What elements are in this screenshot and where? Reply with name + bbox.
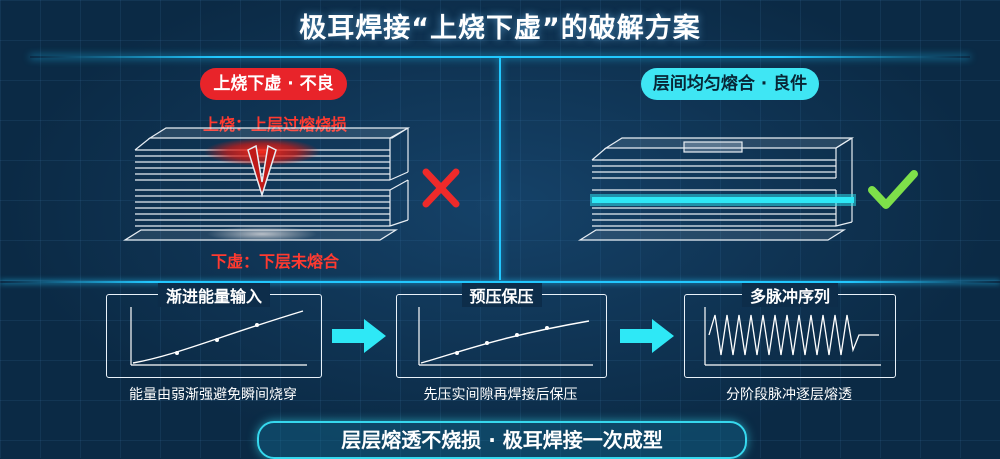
title-divider	[30, 56, 970, 58]
lower-weak-note: 下虚：下层未熔合	[210, 252, 339, 271]
upper-burn-note: 上烧：上层过熔烧损	[202, 115, 347, 134]
step-title: 预压保压	[461, 283, 542, 307]
step-multi-pulse: 多脉冲序列	[684, 283, 896, 378]
check-mark-icon	[868, 170, 918, 209]
pressure-hold-graph	[418, 307, 593, 366]
weld-notch	[247, 144, 277, 198]
x-mark-icon	[422, 168, 460, 208]
right-arrow-icon	[332, 319, 386, 353]
bad-label-badge: 上烧下虚 · 不良	[200, 68, 347, 100]
step-caption: 先压实间隙再焊接后保压	[423, 387, 578, 403]
right-arrow-icon	[620, 319, 674, 353]
step-title: 多脉冲序列	[741, 283, 839, 307]
step-caption: 分阶段脉冲逐层熔透	[726, 387, 852, 403]
step-pre-press-hold: 预压保压	[396, 283, 607, 378]
burn-zone	[204, 138, 320, 166]
good-label-badge: 层间均匀熔合 · 良件	[641, 68, 819, 100]
center-divider	[499, 58, 501, 280]
pulse-sequence-graph	[704, 307, 881, 366]
energy-ramp-graph	[130, 307, 307, 366]
step-progressive-energy: 渐进能量输入	[106, 283, 322, 378]
weak-fusion-zone	[207, 226, 317, 242]
step-title: 渐进能量输入	[157, 283, 271, 307]
step-caption: 能量由弱渐强避免瞬间烧穿	[129, 387, 297, 403]
good-layer-stack	[577, 137, 855, 241]
fusion-layer	[592, 197, 854, 203]
page-title: 极耳焊接“上烧下虚”的破解方案	[299, 13, 701, 44]
summary-banner: 层层熔透不烧损 · 极耳焊接一次成型	[257, 421, 747, 459]
section-divider	[0, 281, 1000, 283]
